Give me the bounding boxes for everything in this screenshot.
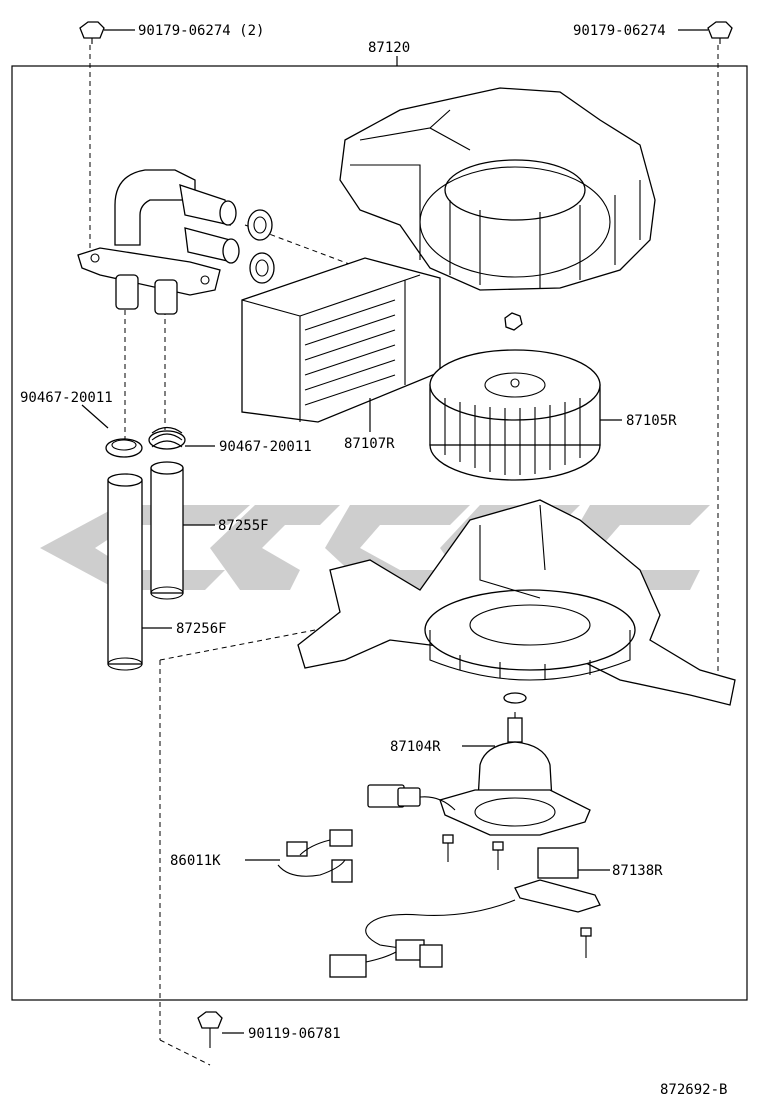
label-resistor: 87138R [612,863,663,879]
motor-connector [367,784,456,811]
label-hose-short: 87255F [218,518,269,534]
heater-core [241,257,441,432]
screw-motor-left [442,834,454,862]
drawing-number: 872692-B [660,1082,727,1098]
washer [503,692,527,704]
label-clamp-right: 90467-20011 [219,439,312,455]
hose-long [107,473,172,671]
blower-motor [439,712,591,836]
clamp-right [148,426,215,450]
label-screw-top-right: 90179-06274 [573,23,666,39]
screw-motor-right [492,841,504,870]
water-pipe-assembly [77,169,240,315]
nut-center [504,312,523,331]
resistor-harness [329,899,516,978]
label-screw-bottom: 90119-06781 [248,1026,341,1042]
blower-fan [429,349,622,481]
dashed-leaders [89,45,719,1066]
label-wire-harness: 86011K [170,853,221,869]
screw-top-left [79,21,135,44]
screw-resistor [580,927,592,958]
label-clamp-left: 90467-20011 [20,390,113,406]
label-heater-core: 87107R [344,436,395,452]
blower-housing-lower [297,499,736,706]
clamp-left [81,404,143,458]
o-rings [247,209,275,284]
blower-housing-upper [339,87,656,291]
label-hose-long: 87256F [176,621,227,637]
label-assembly: 87120 [368,40,410,56]
hose-short [150,461,215,600]
wire-harness [245,829,353,883]
resistor [514,847,610,913]
label-blower-motor: 87104R [390,739,441,755]
assembly-frame [11,65,748,1001]
label-screw-top-left: 90179-06274 (2) [138,23,264,39]
screw-top-right [678,21,733,44]
label-blower-fan: 87105R [626,413,677,429]
screw-bottom [197,1011,244,1048]
